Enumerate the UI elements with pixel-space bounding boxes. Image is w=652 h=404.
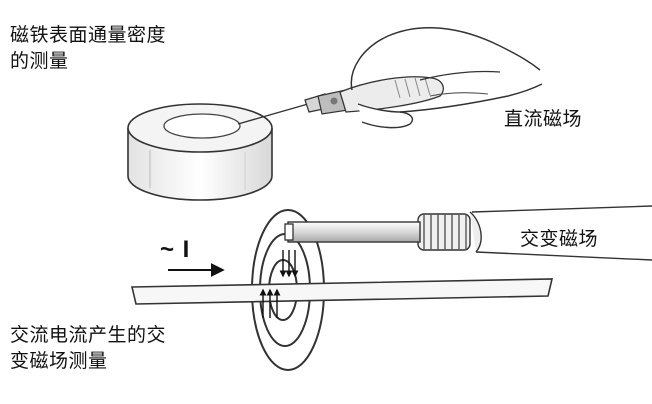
conductor-bar-icon bbox=[130, 278, 554, 305]
coil-probe-icon bbox=[284, 205, 652, 261]
current-symbol: ~ I bbox=[160, 236, 191, 263]
surface-flux-line2: 的测量 bbox=[10, 50, 69, 72]
surface-flux-label: 磁铁表面通量密度 的测量 bbox=[10, 22, 166, 74]
field-direction-arrows bbox=[259, 250, 299, 318]
dc-field-label: 直流磁场 bbox=[504, 108, 583, 130]
ac-field-label: 交变磁场 bbox=[520, 228, 599, 250]
probe-hand-icon bbox=[237, 27, 543, 129]
ring-magnet-icon bbox=[127, 103, 273, 201]
surface-flux-line1: 磁铁表面通量密度 bbox=[10, 24, 167, 46]
ac-current-line2: 变磁场测量 bbox=[10, 350, 108, 372]
ac-current-line1: 交流电流产生的交 bbox=[10, 324, 167, 346]
ac-current-label: 交流电流产生的交 变磁场测量 bbox=[10, 322, 166, 374]
